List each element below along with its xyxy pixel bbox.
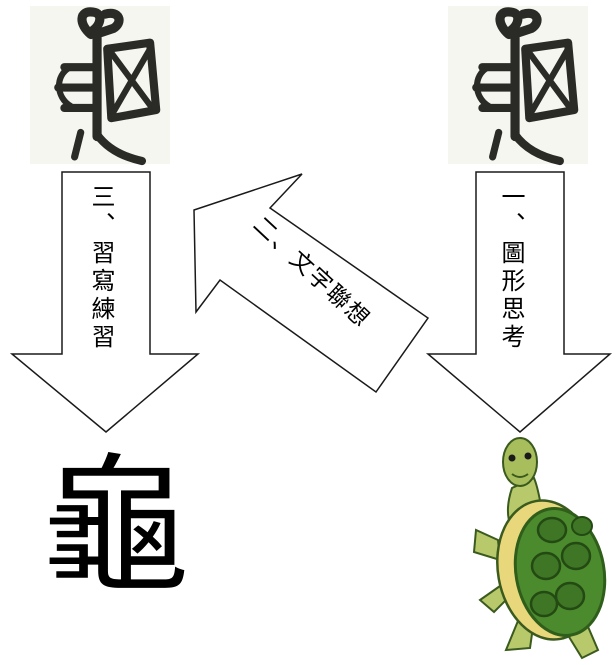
modern-turtle-character: 龜 <box>40 440 191 614</box>
observation-arrow <box>425 171 613 433</box>
ancient-glyph-right-image <box>448 6 588 164</box>
observation-arrow-label: 一、圖形思考 <box>497 184 525 352</box>
association-arrow <box>193 173 430 394</box>
practice-arrow <box>9 171 201 433</box>
turtle-illustration-image <box>472 437 607 660</box>
practice-arrow-label: 三、習寫練習 <box>87 184 115 352</box>
ancient-glyph-left-image <box>30 6 170 164</box>
